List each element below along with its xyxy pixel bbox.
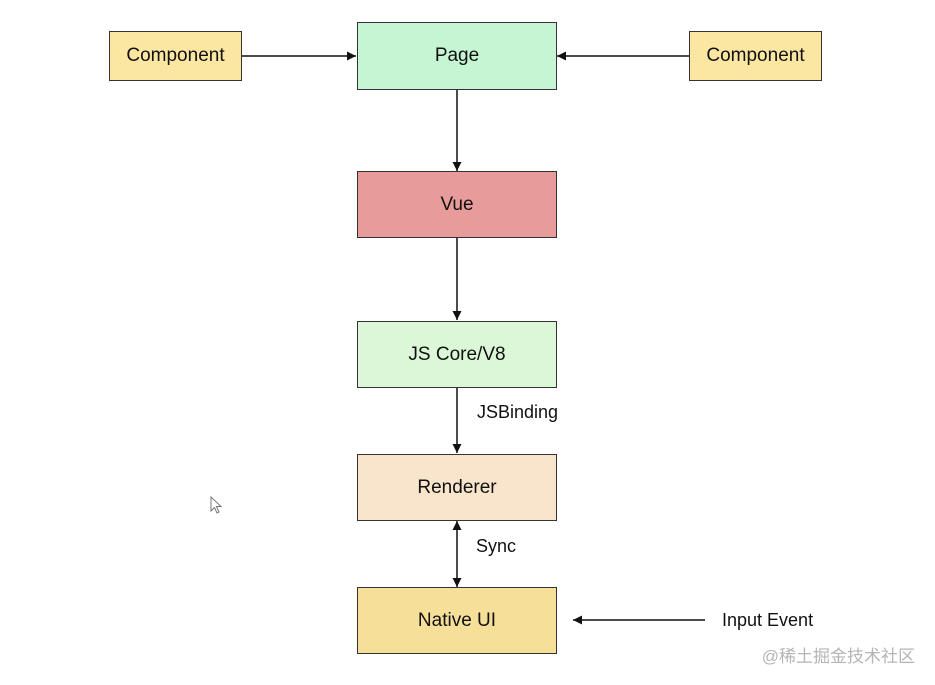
watermark-text: @稀土掘金技术社区 — [761, 647, 915, 666]
jsbinding-label: JSBinding — [477, 402, 559, 422]
renderer-node: Renderer — [357, 454, 557, 521]
mouse-pointer-icon — [210, 496, 222, 514]
vue-node: Vue — [357, 171, 557, 238]
js-core-node: JS Core/V8 — [357, 321, 557, 388]
page-node: Page — [357, 22, 557, 90]
component-node-left: Component — [109, 31, 242, 81]
native-ui-node: Native UI — [357, 587, 557, 654]
input-event-label: Input Event — [722, 610, 814, 630]
component-node-right: Component — [689, 31, 822, 81]
sync-label: Sync — [476, 536, 517, 556]
